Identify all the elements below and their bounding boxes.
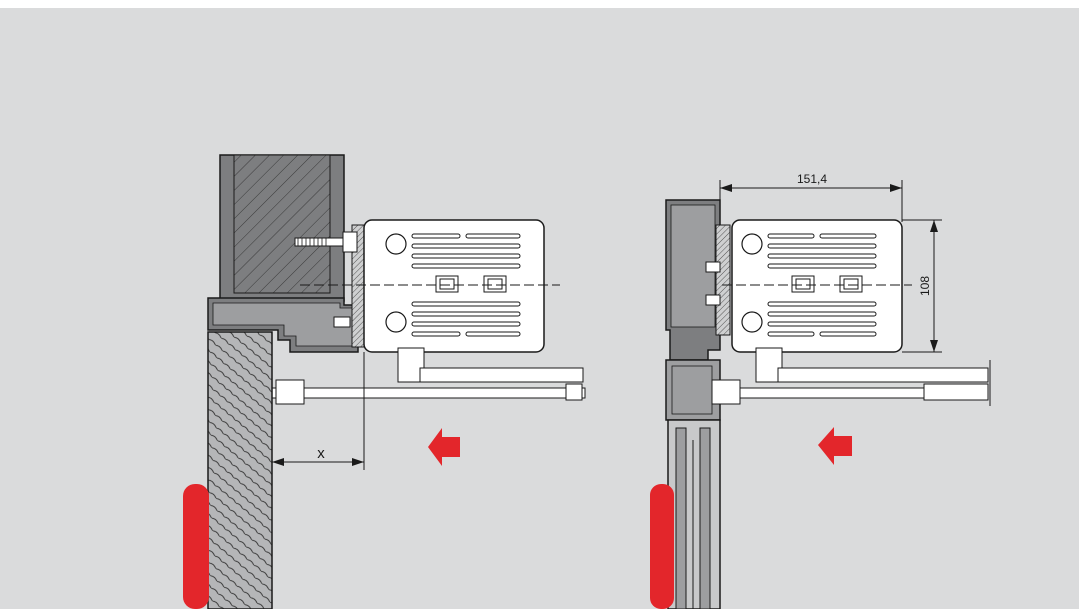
- red-arrow-left-icon: [818, 427, 852, 465]
- left-detail: x: [183, 154, 586, 610]
- door-edge-seal-right: [650, 484, 674, 609]
- guide-rail-right: [711, 360, 991, 406]
- wooden-lintel: [207, 154, 359, 353]
- glass-door-right: [667, 419, 721, 610]
- dimension-height-label: 108: [918, 276, 932, 296]
- door-leaf-left: [207, 331, 273, 610]
- screw-icon: [294, 231, 358, 328]
- door-edge-seal-left: [183, 484, 209, 609]
- red-arrow-left-icon: [428, 428, 460, 466]
- dimension-x: x: [271, 352, 365, 470]
- dimension-x-label: x: [317, 445, 325, 462]
- drive-unit-left: [300, 219, 560, 383]
- aluminium-frame-profile: [665, 199, 721, 421]
- right-detail: 151,4 108: [650, 172, 991, 610]
- dimension-width-label: 151,4: [797, 172, 827, 186]
- drive-unit-right: [705, 219, 912, 383]
- dimension-width: 151,4: [719, 172, 903, 222]
- dimension-height: 108: [902, 219, 942, 353]
- mounting-plate-right: [715, 224, 731, 336]
